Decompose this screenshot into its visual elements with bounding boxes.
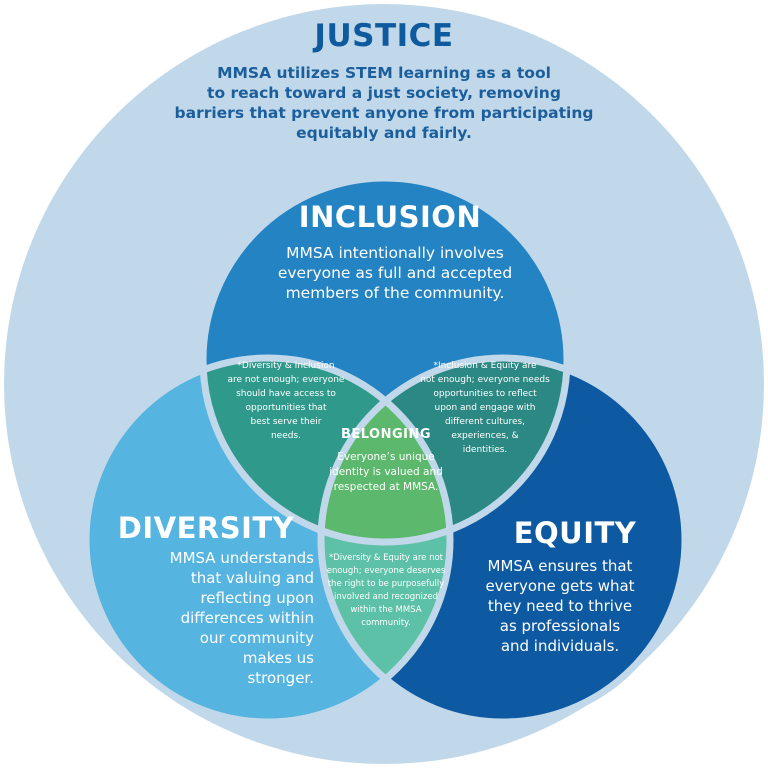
inclusion-description: MMSA intentionally involves everyone as … xyxy=(277,244,513,302)
belonging-overlap xyxy=(321,358,450,542)
diversity-outline xyxy=(82,354,454,726)
diversity-equity-note: *Diversity & Equity are not enough; ever… xyxy=(326,553,446,628)
equity-title: EQUITY xyxy=(513,516,637,550)
justice-title: JUSTICE xyxy=(314,18,454,54)
belonging-description: Everyone’s unique identity is valued and… xyxy=(329,451,443,493)
diversity-title: DIVERSITY xyxy=(117,511,295,545)
diversity-inclusion-note: *Diversity & Inclusion are not enough; e… xyxy=(227,361,345,441)
inclusion-title: INCLUSION xyxy=(298,200,482,234)
inclusion-outline xyxy=(199,174,571,546)
diversity-description: MMSA understands that valuing and reflec… xyxy=(169,549,314,687)
belonging-title: BELONGING xyxy=(340,427,432,442)
inclusion-equity-note: *Inclusion & Equity are not enough; ever… xyxy=(420,361,550,455)
equity-description: MMSA ensures that everyone gets what the… xyxy=(485,557,635,655)
justice-description: MMSA utilizes STEM learning as a tool to… xyxy=(174,64,594,142)
equity-outline xyxy=(317,354,689,726)
